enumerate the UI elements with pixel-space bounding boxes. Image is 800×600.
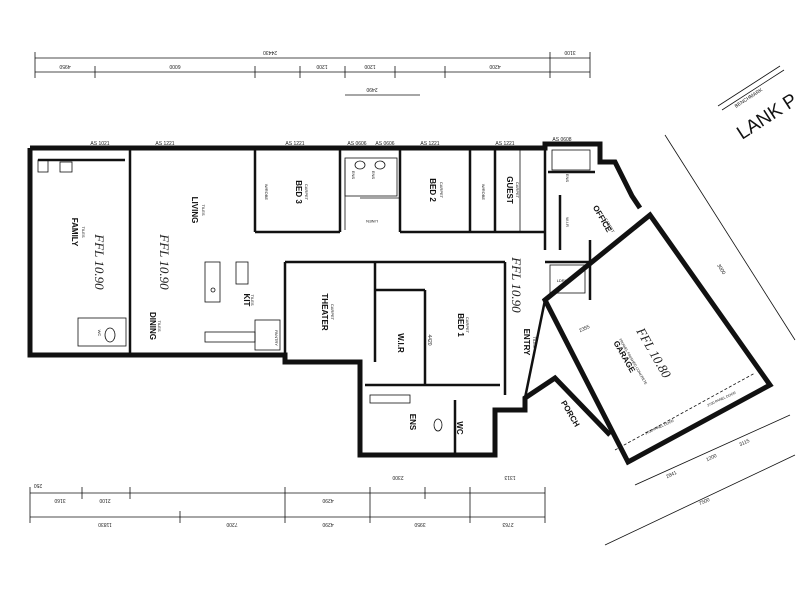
room-kit-finish: TILES xyxy=(250,294,255,305)
room-bed3-finish: CARPET xyxy=(304,184,309,201)
dim-bottom-1: 250 xyxy=(34,482,43,488)
garage-dimensions: 3000 2355 7500 2841 1200 3115 2700 PANEL… xyxy=(578,134,796,546)
dim-garage-2: 2355 xyxy=(578,324,591,334)
garage-door xyxy=(614,372,756,451)
kitchen-island xyxy=(204,261,221,303)
room-wir: W.I.R xyxy=(396,333,405,353)
room-guest-finish: CARPET xyxy=(515,182,520,199)
dim-bottom-9: 4290 xyxy=(322,521,333,527)
ffl-living: FFL 10.90 xyxy=(157,233,172,290)
fixtures xyxy=(37,149,591,432)
dim-bottom-6: 1313 xyxy=(504,474,515,480)
room-family: FAMILY xyxy=(70,218,79,247)
room-entry-finish: TILES xyxy=(532,336,537,347)
dim-top-sub: 2490 xyxy=(366,86,377,92)
room-bed3: BED 3 xyxy=(294,180,303,204)
room-wc-bed1: WC xyxy=(455,421,464,435)
dim-garage-3: 7500 xyxy=(698,497,711,507)
room-wc-left: WC xyxy=(97,330,102,337)
dim-bottom-3: 2100 xyxy=(99,497,110,503)
dim-top-5: 4200 xyxy=(489,63,500,69)
sill-6: AS 1221 xyxy=(420,141,439,147)
room-ens-bed1: ENS xyxy=(408,414,417,431)
room-ens3: ENS xyxy=(565,174,570,183)
dim-top-3: 1200 xyxy=(316,63,327,69)
opening-labels: AS 1021 AS 1221 AS 1221 AS 0606 AS 0606 … xyxy=(90,137,571,147)
ffl-entry: FFL 10.90 xyxy=(509,256,524,313)
interior-walls xyxy=(38,148,595,455)
room-theater-finish: CARPET xyxy=(330,304,335,321)
sill-4: AS 0606 xyxy=(347,141,366,147)
room-bed2-finish: CARPET xyxy=(439,182,444,199)
room-pantry: PANTRY xyxy=(274,330,279,346)
dim-bottom-7: 11830 xyxy=(98,521,112,527)
sill-1: AS 1021 xyxy=(90,141,109,147)
outer-walls xyxy=(27,141,774,466)
sill-3: AS 1221 xyxy=(285,141,304,147)
sink-icon xyxy=(59,161,73,173)
dim-garage-6: 3115 xyxy=(738,438,750,448)
dim-bottom-8: 7200 xyxy=(226,521,237,527)
room-ens1: ENS xyxy=(351,171,356,180)
dim-bottom-5: 2300 xyxy=(392,474,403,480)
dim-bottom-4: 4290 xyxy=(322,497,333,503)
room-kit: KIT xyxy=(242,294,251,307)
ffl-family: FFL 10.90 xyxy=(92,233,107,290)
dim-top-total: 24430 xyxy=(263,49,277,55)
toilet-icon xyxy=(104,327,116,343)
dim-bottom-11: 2763 xyxy=(502,521,513,527)
top-dimensions: 4950 6000 1200 1200 4200 3100 24430 2490 xyxy=(34,49,591,96)
dim-top-6: 3100 xyxy=(564,49,575,55)
dim-top-2: 6000 xyxy=(169,63,180,69)
room-living-finish: TILES xyxy=(201,204,206,215)
dim-garage-1: 3000 xyxy=(715,263,726,276)
room-bed1: BED 1 xyxy=(456,313,465,337)
dim-bed1-depth: 4420 xyxy=(426,334,432,345)
room-entry: ENTRY xyxy=(522,329,531,356)
room-guest: GUEST xyxy=(505,176,514,204)
dim-garage-5: 1200 xyxy=(705,453,718,463)
sill-8: AS 0608 xyxy=(552,137,571,143)
sill-2: AS 1221 xyxy=(155,141,174,147)
room-family-finish: TILES xyxy=(81,226,86,237)
room-wirobe1: W/ROBE xyxy=(264,184,269,201)
room-wir-office: W.I.R xyxy=(565,217,570,227)
benchmark-label: BENCHMARK xyxy=(734,87,765,110)
room-laundry: LDRY xyxy=(557,278,568,283)
room-theater: THEATER xyxy=(320,293,329,330)
room-bed2: BED 2 xyxy=(428,178,437,202)
sill-7: AS 1221 xyxy=(495,141,514,147)
dim-top-4: 1200 xyxy=(364,63,375,69)
room-linen: LINEN xyxy=(366,219,378,224)
dim-top-1: 4950 xyxy=(59,63,70,69)
garage-panel-door-1: 2700 PANEL DOOR xyxy=(645,418,676,435)
dim-bottom-2: 3160 xyxy=(54,497,65,503)
room-bed1-finish: CARPET xyxy=(465,317,470,334)
room-wirobe2: W/ROBE xyxy=(481,184,486,201)
room-dining: DINING xyxy=(148,312,157,340)
dim-garage-4: 2841 xyxy=(665,470,678,480)
sill-5: AS 0606 xyxy=(375,141,394,147)
street-label: BENCHMARK LANK P xyxy=(717,65,800,144)
bottom-dimensions: 250 3160 2100 4290 2300 1313 11830 7200 … xyxy=(29,474,546,527)
room-dining-finish: TILES xyxy=(157,320,162,331)
room-living: LIVING xyxy=(190,197,199,224)
wc-left-box xyxy=(77,317,127,347)
dim-bottom-10: 3950 xyxy=(414,521,425,527)
room-ens2: ENS xyxy=(371,171,376,180)
